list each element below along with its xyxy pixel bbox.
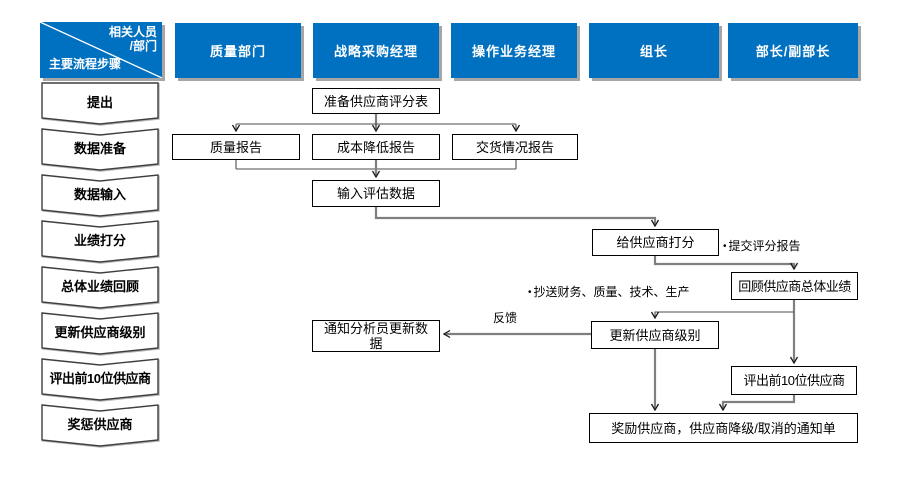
- lane-header-minister: 部长/副部长: [728, 23, 858, 78]
- lane-header-operations-business-manager: 操作业务经理: [451, 23, 577, 78]
- chevron-shape: [41, 220, 159, 263]
- score-suppliers-box: 给供应商打分: [592, 229, 719, 256]
- feedback-edge-label: 反馈: [492, 311, 517, 325]
- step-propose: 提出: [41, 82, 159, 125]
- input-evaluation-data-box: 输入评估数据: [312, 180, 440, 207]
- chevron-shape: [41, 174, 159, 217]
- step-top-10-suppliers: 评出前10位供应商: [41, 358, 159, 401]
- chevron-shape: [41, 358, 159, 401]
- lane-header-quality-dept: 质量部门: [175, 23, 301, 78]
- update-supplier-level-box: 更新供应商级别: [591, 321, 719, 349]
- chevron-shape: [41, 82, 159, 125]
- bullet-icon: •: [528, 287, 532, 298]
- step-reward-punish-suppliers: 奖惩供应商: [41, 404, 159, 447]
- reward-downgrade-notice-box: 奖励供应商，供应商降级/取消的通知单: [589, 413, 858, 443]
- step-data-entry: 数据输入: [41, 174, 159, 217]
- cost-reduction-report-box: 成本降低报告: [312, 134, 440, 160]
- diagonal-divider: [40, 22, 162, 78]
- delivery-report-box: 交货情况报告: [452, 134, 578, 160]
- notify-analyst-update-data-box: 通知分析员更新数据: [312, 320, 440, 352]
- step-update-supplier-level: 更新供应商级别: [41, 312, 159, 355]
- step-performance-scoring: 业绩打分: [41, 220, 159, 263]
- corner-steps-label: 主要流程步骤: [49, 57, 122, 71]
- step-overall-performance-review: 总体业绩回顾: [41, 266, 159, 309]
- matrix-corner-cell: 相关人员 /部门 主要流程步骤: [40, 22, 162, 78]
- lane-header-strategic-purchasing-manager: 战略采购经理: [313, 23, 439, 78]
- note-cc-departments: •抄送财务、质量、技术、生产: [528, 285, 690, 299]
- corner-role-label-line1: 相关人员: [108, 25, 157, 39]
- corner-role-label-line2: /部门: [129, 39, 157, 53]
- chevron-shape: [41, 128, 159, 171]
- bullet-icon: •: [723, 241, 727, 252]
- chevron-shape: [41, 312, 159, 355]
- chevron-shape: [41, 404, 159, 447]
- chevron-shape: [41, 266, 159, 309]
- prepare-supplier-score-sheet-box: 准备供应商评分表: [312, 88, 440, 114]
- note-submit-score-report: •提交评分报告: [723, 239, 801, 253]
- lane-header-team-leader: 组长: [589, 23, 719, 78]
- review-overall-performance-box: 回顾供应商总体业绩: [731, 272, 858, 300]
- step-data-preparation: 数据准备: [41, 128, 159, 171]
- top-10-suppliers-box: 评出前10位供应商: [731, 366, 857, 395]
- quality-report-box: 质量报告: [172, 134, 300, 160]
